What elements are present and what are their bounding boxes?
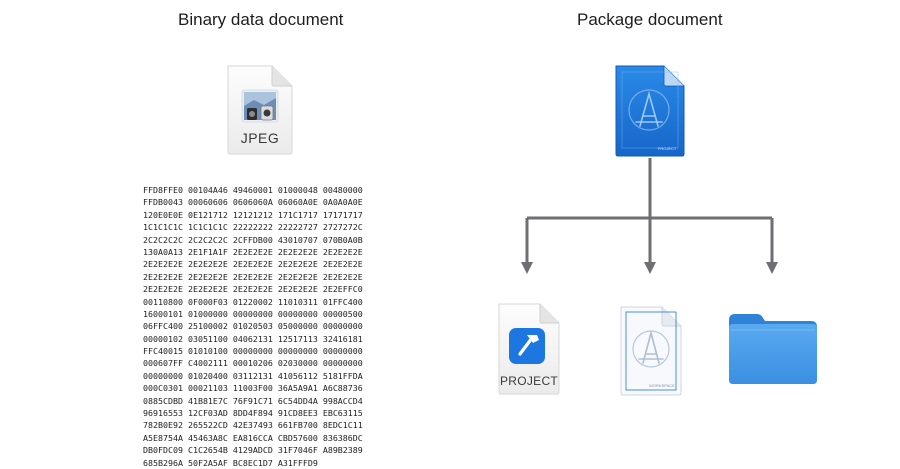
hex-row: 00000102 03051100 04062131 12517113 3241… xyxy=(143,333,363,344)
hex-row: 2C2C2C2C 2C2C2C2C 2CFFDB00 43010707 070B… xyxy=(143,234,363,245)
hex-row: 96916553 12CF03AD 8DD4F894 91CD8EE3 EBC6… xyxy=(143,408,363,419)
hex-row: 2E2E2E2E 2E2E2E2E 2E2E2E2E 2E2E2E2E 2E2E… xyxy=(143,284,363,295)
hex-row: DB0FDC09 C1C2654B 4129ADCD 31F7046F A89B… xyxy=(143,445,363,456)
arrow-head-project xyxy=(521,262,533,274)
arrow-head-workspace xyxy=(644,262,656,274)
hex-row: 130A0A13 2E1F1A1F 2E2E2E2E 2E2E2E2E 2E2E… xyxy=(143,246,363,257)
package-tag: PROJECT xyxy=(658,146,677,151)
folder-icon xyxy=(729,314,817,384)
hex-row: A5E8754A 45463A8C EA816CCA CBD57600 8363… xyxy=(143,432,363,443)
hex-row: 000607FF C4002111 00010206 02030000 0000… xyxy=(143,358,363,369)
hex-row: 2E2E2E2E 2E2E2E2E 2E2E2E2E 2E2E2E2E 2E2E… xyxy=(143,271,363,282)
hex-row: 0885CDBD 41B81E7C 76F91C71 6C54DD4A 998A… xyxy=(143,395,363,406)
hex-row: 06FFC400 25100002 01020503 05000000 0000… xyxy=(143,321,363,332)
hex-row: FFDB0043 00060606 0606060A 06060A0E 0A0A… xyxy=(143,197,363,208)
xcode-workspace-file-icon: WORKSPACE xyxy=(620,306,682,396)
hex-row: 1C1C1C1C 1C1C1C1C 22222222 22222727 2727… xyxy=(143,222,363,233)
hex-dump: FFD8FFE0 00104A46 49460001 01000048 0048… xyxy=(143,184,363,469)
hierarchy-connector xyxy=(521,158,778,274)
package-document-title: Package document xyxy=(577,10,723,29)
project-label: PROJECT xyxy=(499,374,559,388)
hex-row: 782B0E92 265522CD 42E37493 661FB700 8EDC… xyxy=(143,420,363,431)
jpeg-label: JPEG xyxy=(240,130,280,146)
hex-row: FFC40015 01010100 00000000 00000000 0000… xyxy=(143,346,363,357)
hex-row: 00000000 01020400 03112131 41056112 5181… xyxy=(143,370,363,381)
jpeg-file-icon xyxy=(227,65,293,155)
xcode-project-file-icon xyxy=(498,303,560,395)
xcode-project-package-icon: PROJECT xyxy=(615,65,685,157)
workspace-tag: WORKSPACE xyxy=(649,383,675,388)
hex-row: 685B296A 50F2A5AF BC8EC1D7 A31FFFD9 xyxy=(143,457,318,468)
hex-row: 16000101 01000000 00000000 00000000 0000… xyxy=(143,308,363,319)
hex-row: 2E2E2E2E 2E2E2E2E 2E2E2E2E 2E2E2E2E 2E2E… xyxy=(143,259,363,270)
hex-row: FFD8FFE0 00104A46 49460001 01000048 0048… xyxy=(143,185,363,195)
hex-row: 120E0E0E 0E121712 12121212 171C1717 1717… xyxy=(143,209,363,220)
arrow-head-folder xyxy=(766,262,778,274)
binary-document-title: Binary data document xyxy=(178,10,344,29)
hex-row: 000C0301 00021103 11003F00 36A5A9A1 A6C8… xyxy=(143,383,363,394)
hex-row: 00110800 0F000F03 01220002 11010311 01FF… xyxy=(143,296,363,307)
